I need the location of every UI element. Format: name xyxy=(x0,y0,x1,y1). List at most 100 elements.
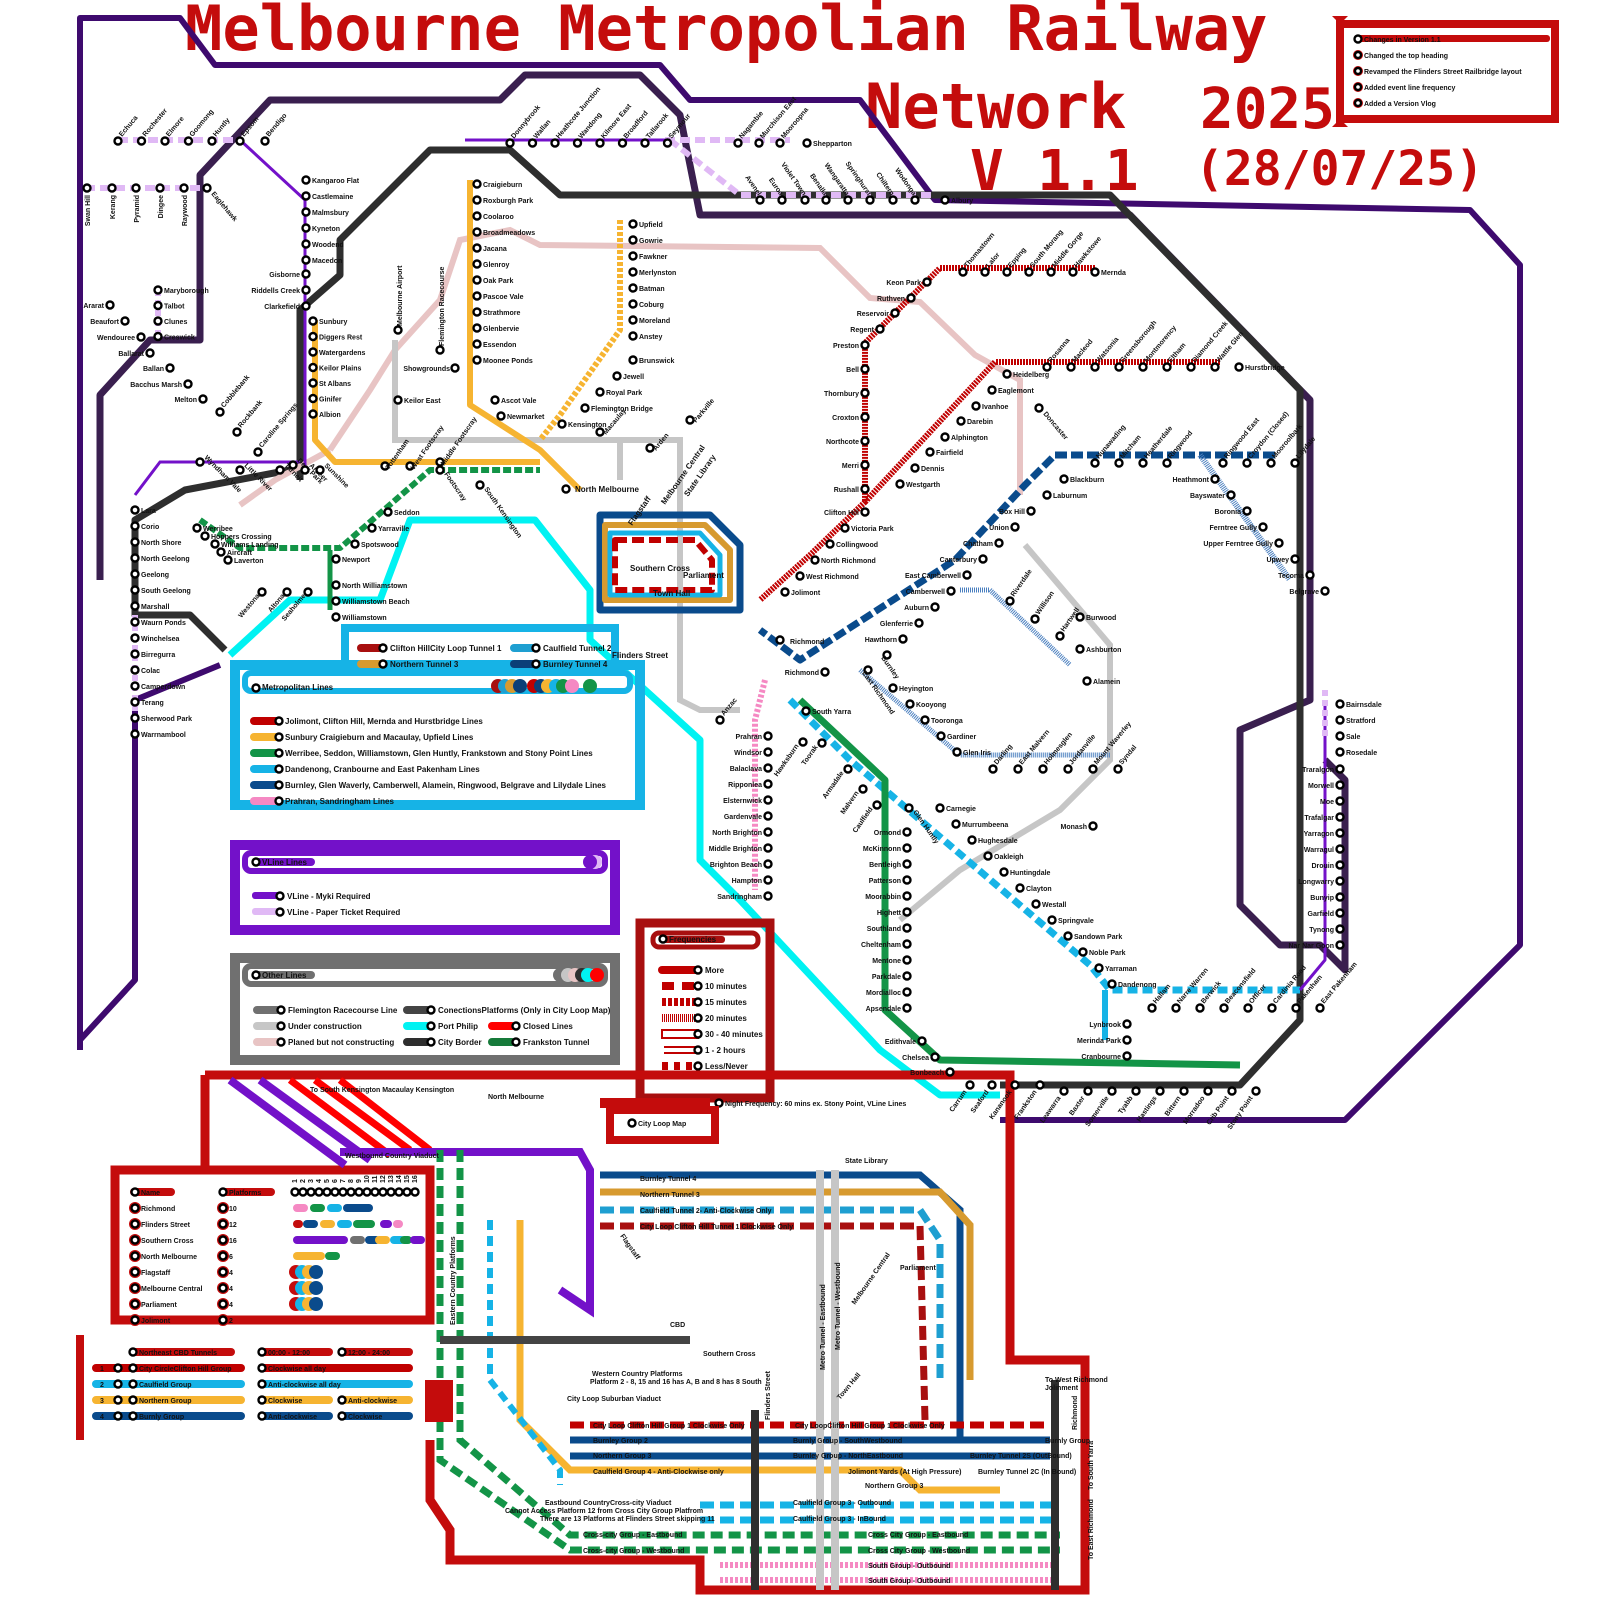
station[interactable] xyxy=(645,443,655,453)
station[interactable] xyxy=(472,275,482,285)
station[interactable] xyxy=(754,138,764,148)
station[interactable] xyxy=(843,195,853,205)
legend-bullet[interactable] xyxy=(693,1061,703,1071)
legend-bullet[interactable] xyxy=(274,716,284,726)
station[interactable] xyxy=(235,136,245,146)
station[interactable] xyxy=(1047,915,1057,925)
station[interactable] xyxy=(1335,940,1345,950)
station[interactable] xyxy=(1291,1003,1301,1013)
station[interactable] xyxy=(905,699,915,709)
row-bullet[interactable] xyxy=(128,1379,138,1389)
station[interactable] xyxy=(475,480,485,490)
station[interactable] xyxy=(763,811,773,821)
station[interactable] xyxy=(1186,362,1196,372)
station[interactable] xyxy=(1335,828,1345,838)
station[interactable] xyxy=(994,538,1004,548)
station[interactable] xyxy=(902,939,912,949)
row-bullet[interactable] xyxy=(218,1203,228,1213)
station[interactable] xyxy=(145,348,155,358)
station[interactable] xyxy=(1155,1086,1165,1096)
station[interactable] xyxy=(898,634,908,644)
station[interactable] xyxy=(1242,458,1252,468)
station[interactable] xyxy=(1031,899,1041,909)
station[interactable] xyxy=(860,388,870,398)
station[interactable] xyxy=(301,255,311,265)
station[interactable] xyxy=(1242,506,1252,516)
station[interactable] xyxy=(308,378,318,388)
station[interactable] xyxy=(763,859,773,869)
station[interactable] xyxy=(383,507,393,517)
station[interactable] xyxy=(257,587,267,597)
platform-number-bullet[interactable] xyxy=(314,1187,324,1197)
station[interactable] xyxy=(1075,644,1085,654)
platform-number-bullet[interactable] xyxy=(346,1187,356,1197)
station[interactable] xyxy=(195,457,205,467)
station[interactable] xyxy=(612,371,622,381)
station[interactable] xyxy=(628,315,638,325)
station[interactable] xyxy=(860,364,870,374)
station[interactable] xyxy=(1090,458,1100,468)
station[interactable] xyxy=(1082,676,1092,686)
station[interactable] xyxy=(962,570,972,580)
station[interactable] xyxy=(902,923,912,933)
legend-bullet[interactable] xyxy=(274,732,284,742)
station[interactable] xyxy=(1258,522,1268,532)
station[interactable] xyxy=(860,484,870,494)
station-north-melbourne[interactable] xyxy=(561,484,571,494)
station[interactable] xyxy=(308,347,318,357)
station[interactable] xyxy=(1171,1003,1181,1013)
station[interactable] xyxy=(882,650,892,660)
station[interactable] xyxy=(1078,947,1088,957)
station[interactable] xyxy=(1226,490,1236,500)
station[interactable] xyxy=(301,207,311,217)
station[interactable] xyxy=(1063,764,1073,774)
station[interactable] xyxy=(595,427,605,437)
station[interactable] xyxy=(800,195,810,205)
legend-bullet[interactable] xyxy=(693,981,703,991)
platform-number-bullet[interactable] xyxy=(322,1187,332,1197)
legend-bullet[interactable] xyxy=(693,1013,703,1023)
station[interactable] xyxy=(1088,821,1098,831)
station[interactable] xyxy=(1030,614,1040,624)
station[interactable] xyxy=(308,331,318,342)
station[interactable] xyxy=(288,460,298,470)
station[interactable] xyxy=(971,401,981,411)
row-bullet[interactable] xyxy=(128,1411,138,1421)
station[interactable] xyxy=(1013,764,1023,774)
row-bullet[interactable] xyxy=(337,1395,347,1405)
station[interactable] xyxy=(1066,362,1076,372)
station[interactable] xyxy=(472,243,482,253)
station[interactable] xyxy=(130,505,140,515)
station[interactable] xyxy=(1122,1019,1132,1029)
station[interactable] xyxy=(120,316,130,326)
station[interactable] xyxy=(951,819,961,829)
station[interactable] xyxy=(130,713,140,723)
station[interactable] xyxy=(795,571,805,581)
legend-bullet[interactable] xyxy=(276,1021,286,1031)
legend-bullet[interactable] xyxy=(693,997,703,1007)
row-bullet[interactable] xyxy=(130,1219,140,1229)
station[interactable] xyxy=(1335,924,1345,934)
station[interactable] xyxy=(902,907,912,917)
station[interactable] xyxy=(755,195,765,205)
station[interactable] xyxy=(825,539,835,549)
station[interactable] xyxy=(1335,731,1345,741)
legend-bullet[interactable] xyxy=(511,1037,521,1047)
table-bullet[interactable] xyxy=(130,1187,140,1197)
station[interactable] xyxy=(860,460,870,470)
station[interactable] xyxy=(946,586,956,596)
station[interactable] xyxy=(802,138,812,148)
station[interactable] xyxy=(232,427,242,437)
station[interactable] xyxy=(1335,892,1345,902)
legend-bullet[interactable] xyxy=(426,1021,436,1031)
station[interactable] xyxy=(1002,267,1012,277)
legend-bullet[interactable] xyxy=(693,965,703,975)
station[interactable] xyxy=(527,138,538,148)
station[interactable] xyxy=(978,554,988,564)
station[interactable] xyxy=(1195,1003,1205,1013)
station[interactable] xyxy=(777,195,787,205)
station[interactable] xyxy=(902,891,912,901)
legend-bullet[interactable] xyxy=(274,780,284,790)
station[interactable] xyxy=(865,195,875,205)
station[interactable] xyxy=(810,555,820,565)
